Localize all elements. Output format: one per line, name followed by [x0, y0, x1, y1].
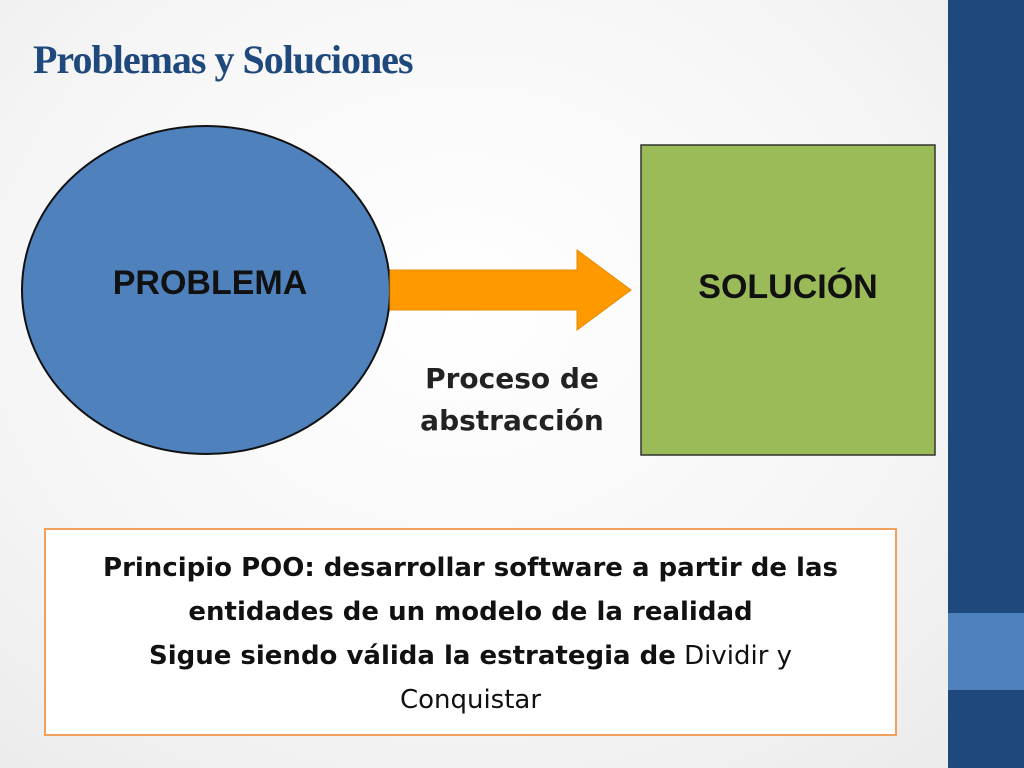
solution-box	[640, 144, 936, 456]
problem-label: PROBLEMA	[112, 264, 308, 302]
principle-box: Principio POO: desarrollar software a pa…	[44, 528, 897, 736]
abstraction-diagram	[21, 125, 936, 456]
slide-title: Problemas y Soluciones	[33, 37, 414, 82]
principle-line-3: Sigue siendo válida la estrategia de Div…	[46, 634, 895, 678]
abstraction-arrow	[389, 249, 632, 331]
process-label-line-1: Proceso de	[425, 362, 599, 395]
principle-line-3-bold: Sigue siendo válida la estrategia de	[148, 641, 676, 671]
principle-line-1: Principio POO: desarrollar software a pa…	[103, 553, 838, 583]
solution-label: SOLUCIÓN	[698, 268, 878, 306]
sidebar-accent-block	[948, 613, 1024, 690]
process-label-line-2: abstracción	[420, 404, 604, 437]
process-label: Proceso de abstracción	[392, 358, 632, 442]
principle-line-2: entidades de un modelo de la realidad	[188, 597, 753, 627]
principle-line-4: Conquistar	[399, 685, 542, 715]
principle-line-3-regular: Dividir y	[675, 641, 793, 671]
